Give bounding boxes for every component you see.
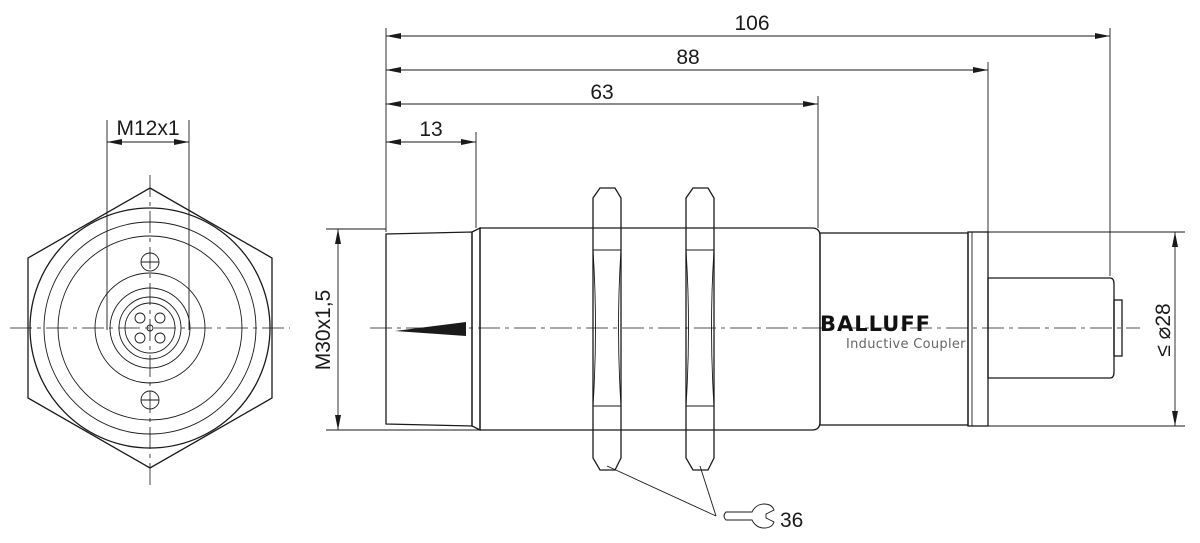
connector-body: [987, 277, 1115, 379]
dim-diameter-label: ≤ ⌀28: [1152, 303, 1175, 356]
connector-tip: [1113, 299, 1123, 357]
wrench-icon: [723, 503, 775, 529]
collar: [967, 231, 989, 427]
marker-triangle: [395, 322, 466, 336]
dim-88-label: 88: [676, 46, 699, 69]
product-label: Inductive Coupler: [846, 337, 966, 352]
dim-m12-label: M12x1: [116, 117, 179, 140]
leader-nut-1: [606, 465, 717, 517]
brand-label: BALLUFF: [820, 312, 931, 336]
pin-3: [134, 332, 146, 344]
pin-4: [154, 332, 166, 344]
dim-wrench-label: 36: [780, 509, 803, 532]
end-view: M12x1: [10, 117, 290, 485]
pin-2: [154, 312, 166, 324]
dim-m30-label: M30x1,5: [312, 290, 335, 371]
body-step: [471, 226, 481, 432]
nut-1: [592, 187, 622, 471]
dim-13-label: 13: [419, 118, 442, 141]
leader-nut-2: [699, 465, 717, 517]
side-view: BALLUFF Inductive Coupler: [370, 187, 1140, 471]
pin-1: [134, 312, 146, 324]
dim-106-label: 106: [734, 12, 769, 35]
dim-63-label: 63: [590, 81, 613, 104]
dimension-lines: 106 88 63 13 M30x1,5 ≤ ⌀28: [312, 12, 1185, 532]
threaded-body: [479, 227, 821, 431]
nut-2: [685, 187, 715, 471]
